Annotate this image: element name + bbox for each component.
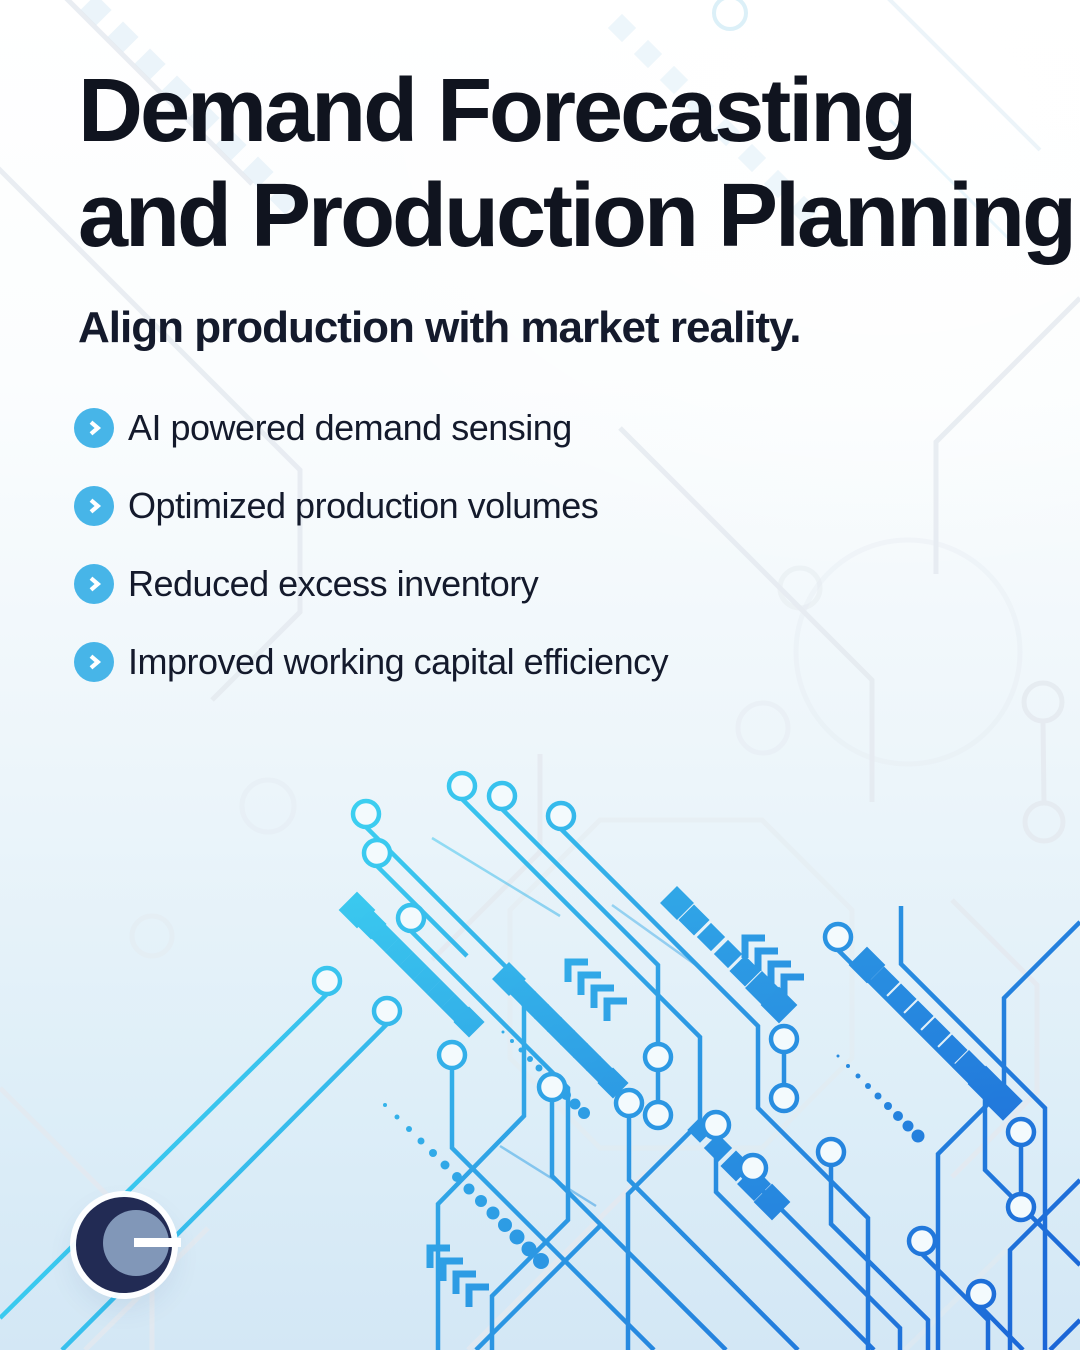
page-title: Demand Forecasting and Production Planni… [78,59,1077,270]
chevron-right-circle-icon [74,408,114,448]
chevron-right-circle-icon [74,564,114,604]
terminal-nodes [311,770,1037,1310]
list-item-label: Optimized production volumes [128,485,599,526]
page-subtitle: Align production with market reality. [78,303,801,352]
list-item: Improved working capital efficiency [74,640,669,684]
list-item-label: Reduced excess inventory [128,563,539,604]
dotted-trails [383,1030,925,1269]
chevron-right-circle-icon [74,642,114,682]
list-item-label: Improved working capital efficiency [128,641,669,682]
list-item: AI powered demand sensing [74,406,668,450]
list-item: Optimized production volumes [74,484,668,528]
list-item-label: AI powered demand sensing [128,407,572,448]
chevron-right-circle-icon [74,486,114,526]
brand-logo-bar [134,1238,181,1247]
brand-logo-icon [76,1197,181,1293]
chevron-arrows-icon [426,934,804,1307]
wire-traces [0,797,1080,1350]
title-line-2: and Production Planning [78,166,1077,267]
title-line-1: Demand Forecasting [78,61,917,161]
list-item: Reduced excess inventory [74,562,668,606]
benefits-list: AI powered demand sensing Optimized prod… [74,406,669,718]
